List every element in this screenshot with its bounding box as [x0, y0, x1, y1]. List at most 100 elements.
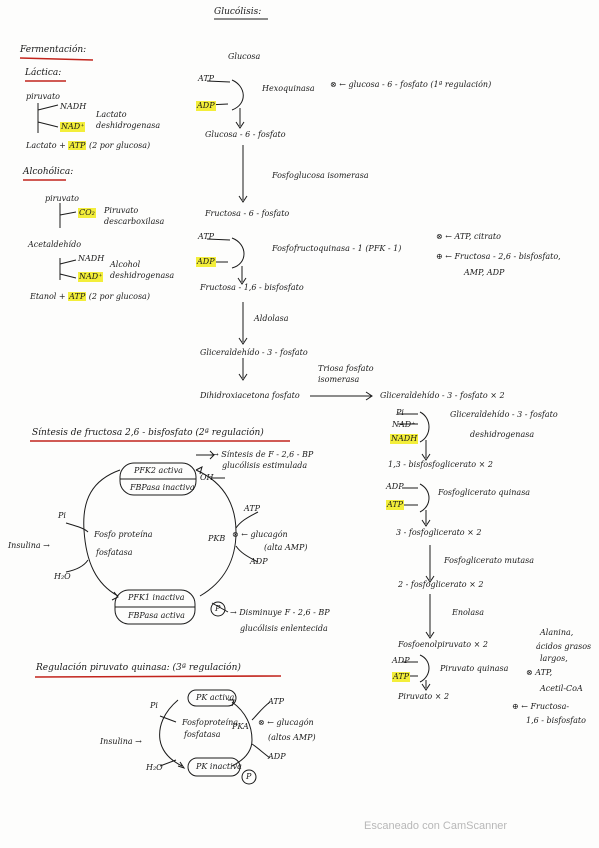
triosa-isomerasa: isomerasa [318, 375, 360, 384]
piruvato-x2: Piruvato × 2 [398, 692, 450, 701]
nadh-g3pdh: NADH [390, 434, 419, 444]
pk-activa: PK activa [196, 693, 235, 702]
pfk1-inactiva: PFK1 inactiva [128, 593, 185, 602]
pk-cycle-left [159, 699, 183, 767]
gliceraldehido-3-fosfato: Gliceraldehído - 3 - fosfato [200, 348, 308, 357]
lactica-result-post: (2 por glucosa) [88, 141, 151, 150]
nad-g3pdh: NAD⁺ [392, 420, 416, 429]
f26bp-fosfoproteina-2: fosfatasa [96, 548, 133, 557]
triosa-fosfato: Triosa fosfato [318, 364, 374, 373]
fosfoglicerato-quinasa: Fosfoglicerato quinasa [438, 488, 531, 497]
glucolisis-estimulada: glucólisis estimulada [222, 461, 308, 470]
glucosa: Glucosa [228, 52, 261, 61]
f26bp-glucagon-1: ⊗ ← glucagón [232, 530, 288, 539]
g3p-dhap-arrow [238, 358, 248, 381]
3-fosfoglicerato: 3 - fosfoglicerato × 2 [396, 528, 482, 537]
oh-label: OH [200, 473, 214, 482]
acetaldehido: Acetaldehído [28, 240, 82, 249]
pk-inhibitor-2: ácidos grasos [536, 642, 592, 651]
mutasa-arrow [425, 545, 435, 583]
g3p-x2: Gliceraldehído - 3 - fosfato × 2 [380, 391, 505, 400]
pk-activator-2: 1,6 - bisfosfato [526, 716, 586, 725]
fosfoenolpiruvato: Fosfoenolpiruvato × 2 [398, 640, 488, 649]
piruvato-quinasa: Piruvato quinasa [440, 664, 509, 673]
pk-reg-h2o: H₂O [146, 763, 163, 772]
pk-reg-atp: ATP [268, 697, 285, 706]
lactica-nadh: NADH [60, 102, 87, 111]
f26bp-atp: ATP [244, 504, 261, 513]
enolasa: Enolasa [452, 608, 485, 617]
pk-arrow [419, 654, 431, 691]
phosphate-circle-1 [210, 601, 226, 617]
adp-2: ADP [196, 257, 216, 267]
fructosa-1-6-bisfosfato: Fructosa - 1,6 - bisfosfato [200, 283, 304, 292]
pk-activator-1: ⊕ ← Fructosa- [512, 702, 570, 711]
alcoholica-enzyme-a2: descarboxilasa [104, 217, 165, 226]
pfk1-activators-2: AMP, ADP [464, 268, 505, 277]
lactica-piruvato: piruvato [26, 92, 60, 101]
pk-reg-phosphate: P [246, 772, 252, 781]
pka: PKA [232, 722, 249, 731]
pk-reg-glucagon-1: ⊗ ← glucagón [258, 718, 314, 727]
pk-reg-heading: Regulación piruvato quinasa: (3ª regulac… [36, 663, 241, 673]
pk-inhibitor-4: ⊗ ATP, [526, 668, 553, 677]
adp-1: ADP [196, 101, 216, 111]
alcoholica-arrow-1 [59, 203, 77, 228]
fbpasa-inactiva: FBPasa inactiva [130, 483, 195, 492]
alcoholica-arrow-2 [59, 258, 77, 280]
glucolisis-enlentecida: glucólisis enlentecida [240, 624, 328, 633]
f26bp-heading: Síntesis de fructosa 2,6 - bisfosfato (2… [32, 428, 264, 438]
f26bp-adp: ADP [250, 557, 268, 566]
hexoquinasa-regulation: ⊗ ← glucosa - 6 - fosfato (1ª regulación… [330, 80, 492, 89]
atp-4: ATP [392, 672, 411, 682]
camscanner-watermark: Escaneado con CamScanner [364, 820, 508, 832]
alcoholica-piruvato: piruvato [45, 194, 79, 203]
alcoholica-atp: ATP [68, 292, 87, 301]
alcoholica-result-post: (2 por glucosa) [88, 292, 150, 301]
aldolasa: Aldolasa [254, 314, 289, 323]
lactica-enzyme-2: deshidrogenasa [96, 121, 161, 130]
atp-2: ATP [198, 232, 215, 241]
pi-g3pdh: Pi [396, 408, 404, 417]
alcoholica-result: Etanol + ATP (2 por glucosa) [30, 292, 150, 302]
alcoholica-nadh: NADH [78, 254, 105, 263]
alcoholica-enzyme-a1: Piruvato [104, 206, 139, 215]
g3pdh-1: Gliceraldehído - 3 - fosfato [450, 410, 558, 419]
aldolasa-arrow [238, 302, 248, 345]
pk-reg-adp: ADP [268, 752, 286, 761]
fbpasa-activa: FBPasa activa [128, 611, 185, 620]
alcoholica-result-pre: Etanol + [30, 292, 66, 301]
g3pdh-arrow [419, 411, 431, 461]
lactica-nad: NAD⁺ [60, 122, 86, 132]
pk-reg-fosfoproteina-1: Fosfoproteína [182, 718, 239, 727]
fosfoglucosa-isomerasa: Fosfoglucosa isomerasa [272, 171, 369, 180]
pk-cycle-right [231, 701, 253, 767]
disminuye-f26bp: → Disminuye F - 2,6 - BP [230, 608, 330, 617]
pfk1-inhibitors: ⊗ ← ATP, citrato [436, 232, 501, 241]
bisfosfoglicerato: 1,3 - bisfosfoglicerato × 2 [388, 460, 493, 469]
sintesis-f26bp: → Síntesis de F - 2,6 - BP [212, 450, 314, 459]
underline-pk-reg [34, 675, 282, 678]
adp-4: ADP [392, 656, 410, 665]
alcoholica-heading: Alcohólica: [23, 167, 74, 177]
pk-reg-glucagon-2: (altos AMP) [268, 733, 316, 742]
atp-1: ATP [198, 74, 215, 83]
pk-reg-pi: Pi [150, 701, 158, 710]
lactica-atp: ATP [68, 141, 87, 150]
page-title: Glucólisis: [214, 7, 262, 17]
triosa-arrow [310, 391, 373, 401]
fosfoglicerato-mutasa: Fosfoglicerato mutasa [444, 556, 535, 565]
pk-inhibitor-1: Alanina, [540, 628, 574, 637]
dihidroxiacetona-fosfato: Dihidroxiacetona fosfato [200, 391, 300, 400]
fructosa-6-fosfato: Fructosa - 6 - fosfato [205, 209, 290, 218]
pfk-1: Fosfofructoquinasa - 1 (PFK - 1) [272, 244, 402, 253]
f26bp-fosfoproteina-1: Fosfo proteína [94, 530, 153, 539]
pfk2-activa: PFK2 activa [134, 466, 183, 475]
f26bp-insulina: Insulina → [8, 541, 50, 550]
pfk1-activators-1: ⊕ ← Fructosa - 2,6 - bisfosfato, [436, 252, 561, 261]
alcoholica-co2: CO₂ [78, 208, 96, 218]
isomerasa-arrow [238, 145, 248, 203]
lactica-heading: Láctica: [25, 68, 62, 78]
